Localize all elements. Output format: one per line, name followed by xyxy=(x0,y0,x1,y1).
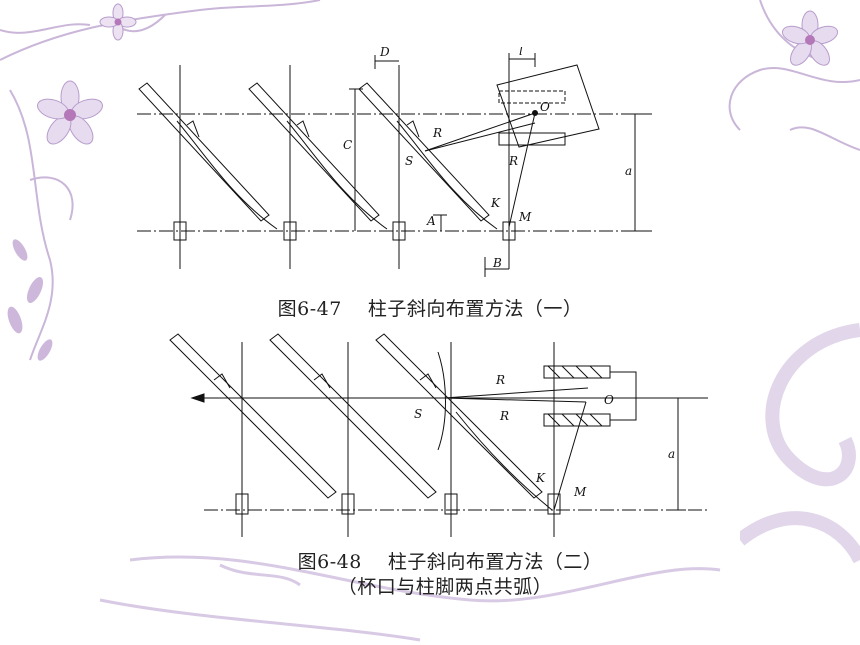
label-M-2: M xyxy=(573,485,587,499)
label-S-2: S xyxy=(414,407,422,421)
figure-1-panel: D l O R R C S a K M A B xyxy=(137,44,662,279)
figure-2-subcaption: （杯口与柱脚两点共弧） xyxy=(337,576,553,598)
label-a-2: a xyxy=(668,447,675,461)
label-R-lower-2: R xyxy=(499,409,509,423)
label-R-lower: R xyxy=(508,154,518,168)
label-D: D xyxy=(379,47,390,59)
label-S: S xyxy=(405,154,413,168)
label-B: B xyxy=(492,256,502,270)
right-swirl-decoration xyxy=(735,323,860,564)
figure-2-caption: 图6-48 柱子斜向布置方法（二） xyxy=(297,551,603,573)
figure-2-panel: R R S O a K M xyxy=(148,332,740,542)
top-right-floral-vine xyxy=(728,0,860,151)
crane-body-2 xyxy=(543,365,637,427)
label-M: M xyxy=(518,210,532,224)
inclined-column-1 xyxy=(138,82,278,230)
left-leaf-cluster xyxy=(7,239,53,361)
figure-2-diagram: R R S O a K M xyxy=(169,333,708,537)
crane-body xyxy=(496,64,600,148)
inclined-column-b xyxy=(269,333,437,499)
label-R-upper: R xyxy=(432,126,442,140)
label-C: C xyxy=(343,138,352,152)
inclined-column-a xyxy=(169,333,337,499)
label-O-2: O xyxy=(604,393,614,407)
label-A: A xyxy=(426,214,436,228)
top-left-floral-vine xyxy=(0,0,321,361)
top-flower-icon xyxy=(99,3,137,41)
label-R-upper-2: R xyxy=(495,373,505,387)
inclined-column-2 xyxy=(248,82,388,230)
label-K-2: K xyxy=(535,471,546,485)
figure-1-diagram: D l O R R C S a K M A B xyxy=(137,44,652,277)
bottom-swirl-decoration xyxy=(99,555,721,642)
label-a: a xyxy=(625,164,632,178)
label-K: K xyxy=(490,196,501,210)
inclined-column-c xyxy=(375,333,543,499)
label-O: O xyxy=(540,100,550,114)
top-right-flower-icon xyxy=(781,10,839,66)
label-l: l xyxy=(519,47,523,58)
top-left-flower-icon xyxy=(37,80,103,145)
inclined-column-3 xyxy=(358,82,498,230)
figure-1-caption: 图6-47 柱子斜向布置方法（一） xyxy=(277,298,583,320)
